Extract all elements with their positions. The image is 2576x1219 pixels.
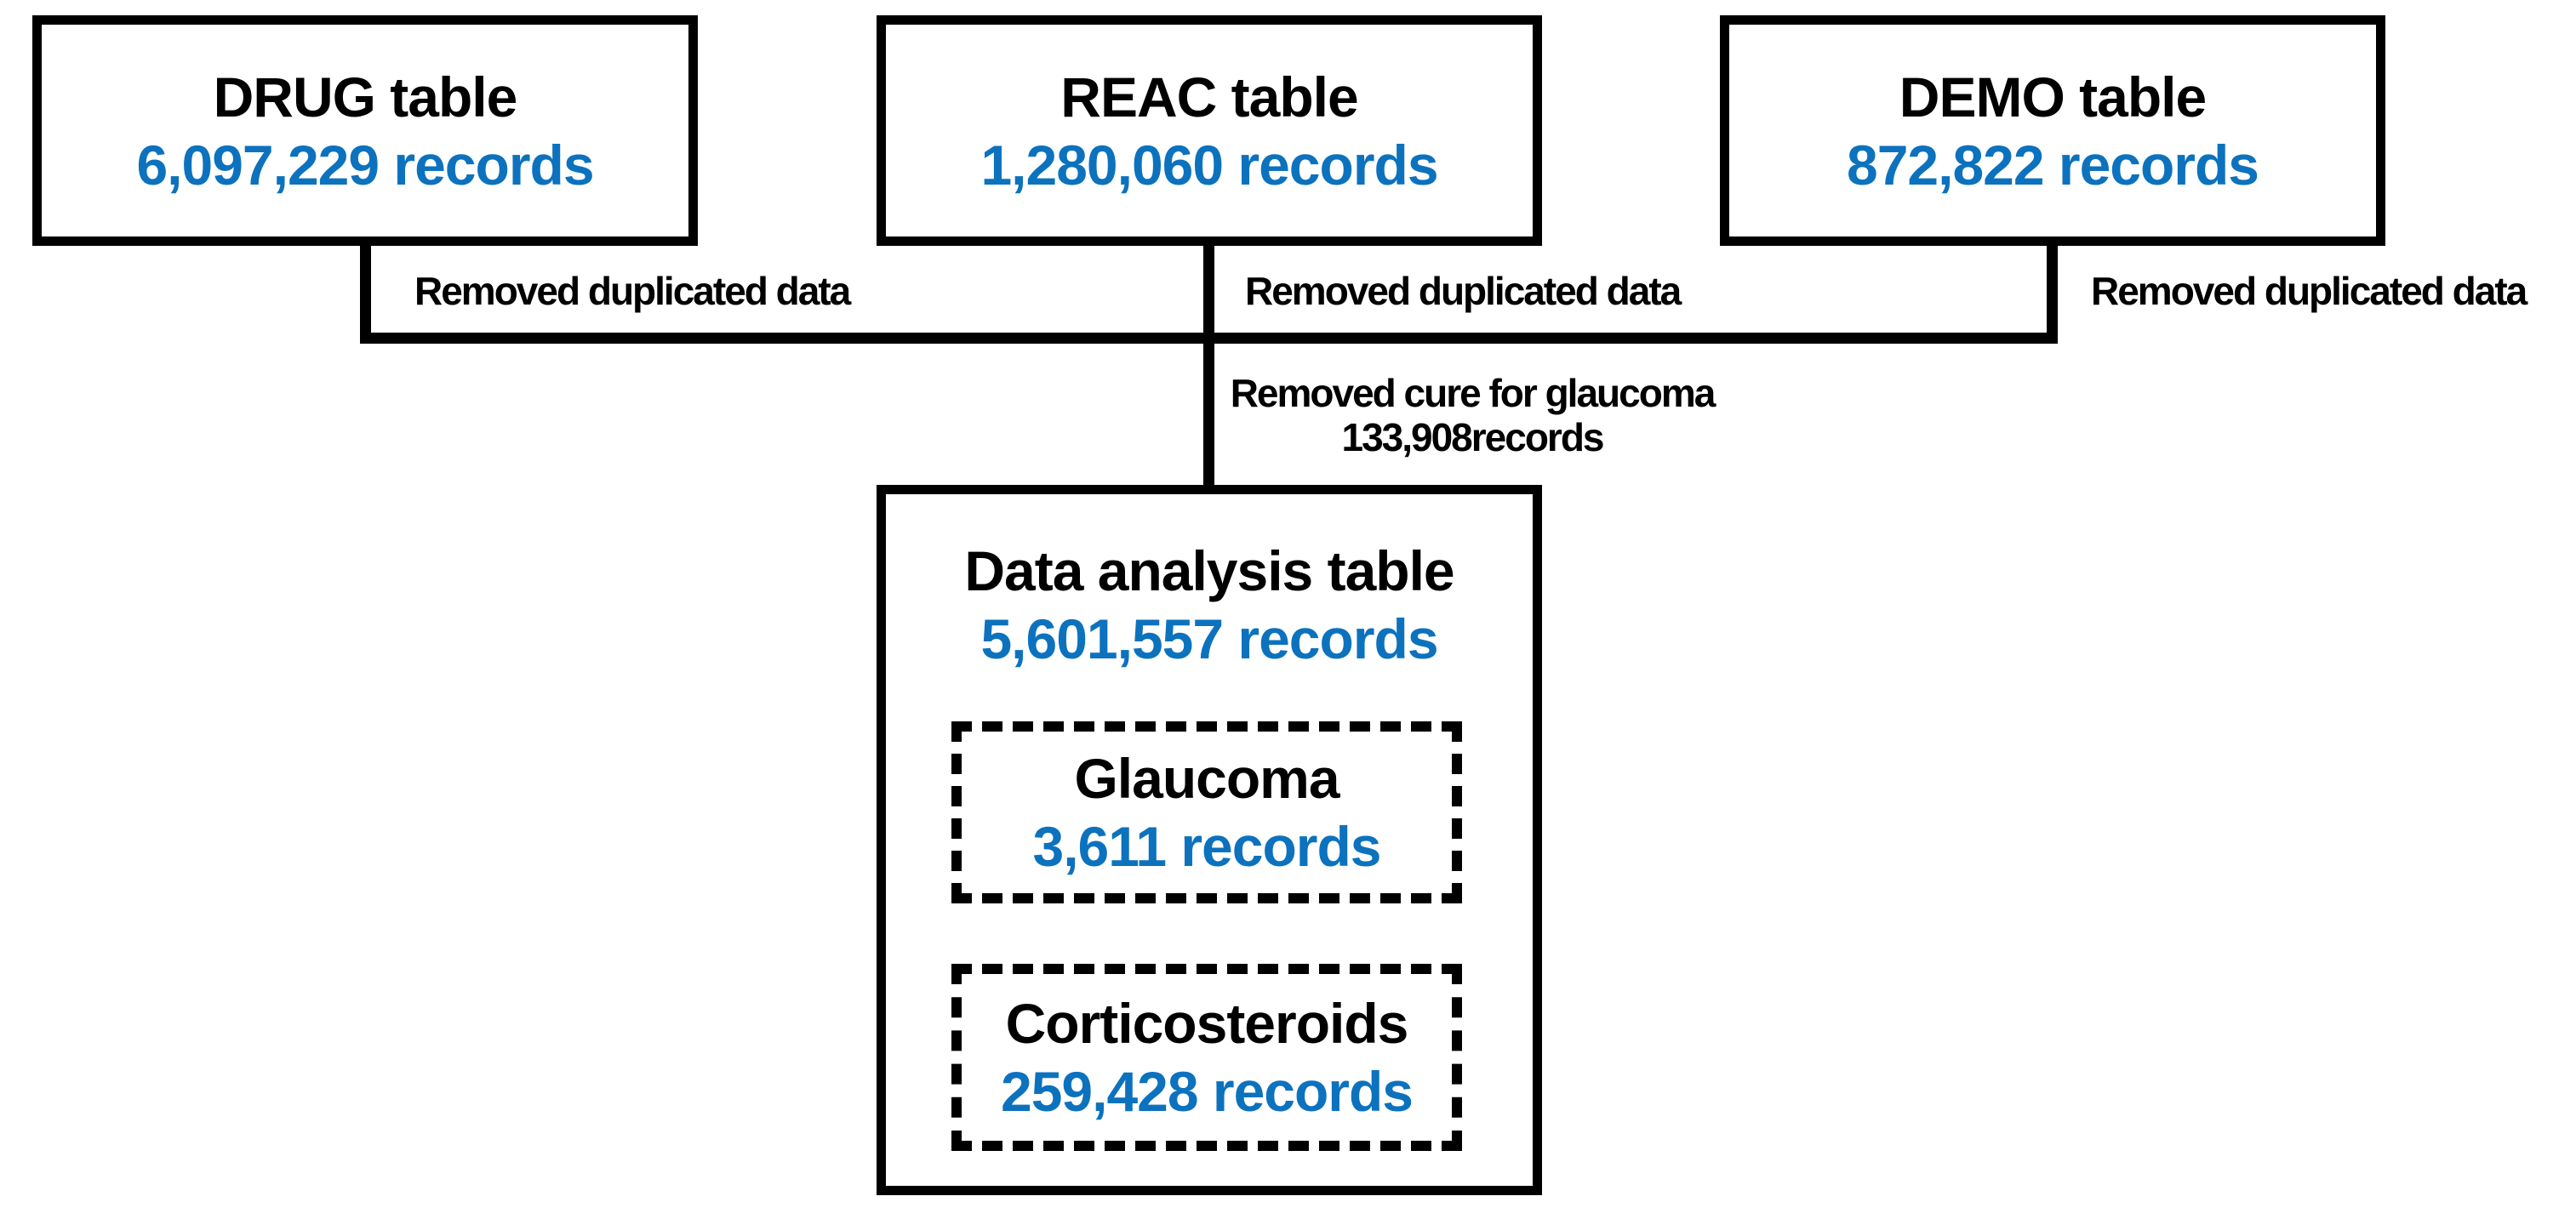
drug-connector-vertical-line <box>360 241 371 339</box>
drug-table-node: DRUG table 6,097,229 records <box>32 15 698 246</box>
drug-table-record-count: 6,097,229 records <box>136 133 594 197</box>
glaucoma-subgroup-title: Glaucoma <box>1074 747 1339 810</box>
corticosteroids-subgroup-record-count: 259,428 records <box>1000 1060 1414 1123</box>
corticosteroids-subgroup-node: Corticosteroids 259,428 records <box>951 964 1462 1151</box>
reac-removed-duplicates-label: Removed duplicated data <box>1245 269 1682 313</box>
reac-connector-vertical-line <box>1203 241 1214 491</box>
removed-glaucoma-cure-label: Removed cure for glaucoma 133,908records <box>1225 371 1719 459</box>
reac-table-record-count: 1,280,060 records <box>980 133 1438 197</box>
reac-table-title: REAC table <box>1060 65 1358 128</box>
glaucoma-subgroup-node: Glaucoma 3,611 records <box>951 721 1462 903</box>
removed-glaucoma-cure-line1: Removed cure for glaucoma <box>1230 371 1716 415</box>
glaucoma-subgroup-record-count: 3,611 records <box>1032 815 1382 878</box>
data-analysis-record-count: 5,601,557 records <box>980 607 1438 670</box>
removed-glaucoma-cure-count: 133,908records <box>1341 415 1604 459</box>
demo-table-node: DEMO table 872,822 records <box>1720 15 2385 246</box>
demo-table-record-count: 872,822 records <box>1846 133 2259 197</box>
demo-removed-duplicates-label: Removed duplicated data <box>2091 269 2527 313</box>
corticosteroids-subgroup-title: Corticosteroids <box>1005 992 1409 1055</box>
reac-table-node: REAC table 1,280,060 records <box>877 15 1542 246</box>
data-analysis-header: Data analysis table 5,601,557 records <box>886 537 1533 673</box>
demo-connector-vertical-line <box>2047 241 2058 339</box>
drug-table-title: DRUG table <box>213 65 518 128</box>
drug-removed-duplicates-label: Removed duplicated data <box>414 269 851 313</box>
demo-table-title: DEMO table <box>1899 65 2207 128</box>
data-analysis-table-node: Data analysis table 5,601,557 records Gl… <box>877 485 1542 1195</box>
data-analysis-title: Data analysis table <box>964 539 1454 602</box>
merge-connector-horizontal-line <box>360 333 2058 344</box>
